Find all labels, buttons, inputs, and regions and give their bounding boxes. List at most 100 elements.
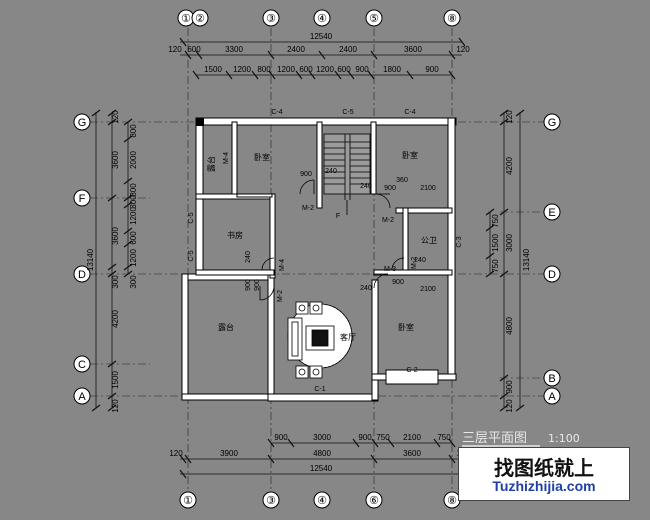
window-c2: C-2 [406,367,417,374]
top-dim-3-3: 1200 [277,65,295,74]
svg-text:⑧: ⑧ [447,13,457,25]
right-dim-mid-0: 120 [505,110,514,124]
window-c3: C-3 [456,236,463,247]
axis-bottom-1: ③ [262,491,280,509]
staircase [323,133,371,215]
room-terrace-north: 露台 [206,156,216,172]
window-c5-a: C-5 [342,109,353,116]
plan-scale: 1:100 [548,432,580,445]
top-dim-3-9: 900 [425,65,439,74]
window-c1: C-1 [314,386,325,393]
right-dim-mid-3: 4800 [505,317,514,335]
bottom-dim-overall: 12540 [310,464,333,473]
axis-top-5: ⑧ [443,9,461,27]
left-dim-inner-6: 1200 [129,249,138,267]
svg-text:C: C [78,359,86,371]
axis-top-3: ④ [313,9,331,27]
door-m2-c: M-2 [277,290,284,302]
left-dim-inner-4: 1200 [129,207,138,225]
svg-text:F: F [79,193,86,205]
svg-text:②: ② [195,13,205,25]
axis-right-4: A [543,387,561,405]
room-living: 客厅 [340,332,356,342]
room-bedroom-northeast: 卧室 [402,150,418,160]
top-dim-3-7: 900 [355,65,369,74]
svg-text:G: G [548,117,557,129]
bottom-dimension-lines [179,438,466,479]
room-bathroom: 公卫 [421,236,437,245]
right-dim-mid-2: 3000 [505,234,514,252]
axis-right-0: G [543,113,561,131]
svg-text:③: ③ [266,13,276,25]
bottom-dim-2-1: 3900 [220,449,238,458]
svg-text:⑧: ⑧ [447,495,457,507]
axis-top-1: ② [191,9,209,27]
left-dim-inner-5: 600 [129,231,138,245]
svg-text:A: A [548,391,556,403]
room-terrace-south: 露台 [218,322,234,332]
axis-left-3: C [73,355,91,373]
right-dim-inner-1: 1500 [491,234,500,252]
left-dim-mid-2: 3600 [111,227,120,245]
top-dim-3-6: 600 [337,65,351,74]
door-m2-d: M-2 [411,257,418,269]
svg-text:E: E [548,207,555,219]
axis-left-1: F [73,189,91,207]
top-dim-3-4: 600 [299,65,313,74]
window-c5-c: C-5 [188,250,195,261]
left-dim-outer: 13140 [86,248,95,271]
svg-text:⑤: ⑤ [369,13,379,25]
plan-title: 三层平面图 [462,431,527,446]
axis-bottom-2: ④ [313,491,331,509]
inner-dim-4: 2100 [420,185,436,192]
bottom-dim-1-4: 2100 [403,433,421,442]
room-bedroom-north: 卧室 [254,152,270,162]
top-dim-2-1: 600 [187,45,201,54]
watermark-box: 找图纸就上 Tuzhizhijia.com [458,447,630,501]
svg-text:G: G [78,117,87,129]
axis-left-4: A [73,387,91,405]
svg-text:①: ① [183,495,193,507]
top-dim-2-0: 120 [168,45,182,54]
top-dim-2-4: 2400 [339,45,357,54]
axis-bottom-3: ⑥ [365,491,383,509]
inner-dim-7: 900 [392,279,404,286]
inner-dim-0: 900 [300,171,312,178]
axis-left-2: D [73,265,91,283]
top-dim-2-6: 120 [456,45,470,54]
left-dim-mid-6: 120 [111,399,120,413]
inner-dim-10: 240 [245,251,252,263]
inner-dim-8: 240 [360,285,372,292]
right-dim-inner-2: 750 [491,259,500,273]
inner-dim-6: 240 [414,257,426,264]
corner-column [196,118,204,126]
top-dim-3-0: 1500 [204,65,222,74]
door-m2-a: M-2 [302,205,314,212]
door-m2-b: M-2 [382,217,394,224]
inner-dim-12: 900 [254,279,261,291]
watermark-url: Tuzhizhijia.com [492,478,596,494]
svg-text:①: ① [181,13,191,25]
top-dim-3-2: 800 [257,65,271,74]
top-dim-3-8: 1800 [383,65,401,74]
right-dimension-lines [485,109,525,412]
grid-lines [90,28,560,492]
bottom-dim-1-2: 900 [358,433,372,442]
left-dim-mid-5: 1500 [111,371,120,389]
door-m3: M-3 [384,266,396,273]
left-dim-inner-1: 2000 [129,151,138,169]
right-dim-mid-1: 4200 [505,157,514,175]
left-dim-inner-3: 300 [129,195,138,209]
right-dim-outer: 13140 [522,248,531,271]
inner-dim-1: 240 [325,168,337,175]
svg-text:⑥: ⑥ [369,495,379,507]
axis-right-2: D [543,265,561,283]
bottom-dim-1-1: 3000 [313,433,331,442]
bottom-dim-2-0: 120 [169,449,183,458]
left-dim-mid-0: 120 [111,110,120,124]
axis-top-2: ③ [262,9,280,27]
right-dim-mid-4: 900 [505,380,514,394]
door-swings [259,179,405,301]
